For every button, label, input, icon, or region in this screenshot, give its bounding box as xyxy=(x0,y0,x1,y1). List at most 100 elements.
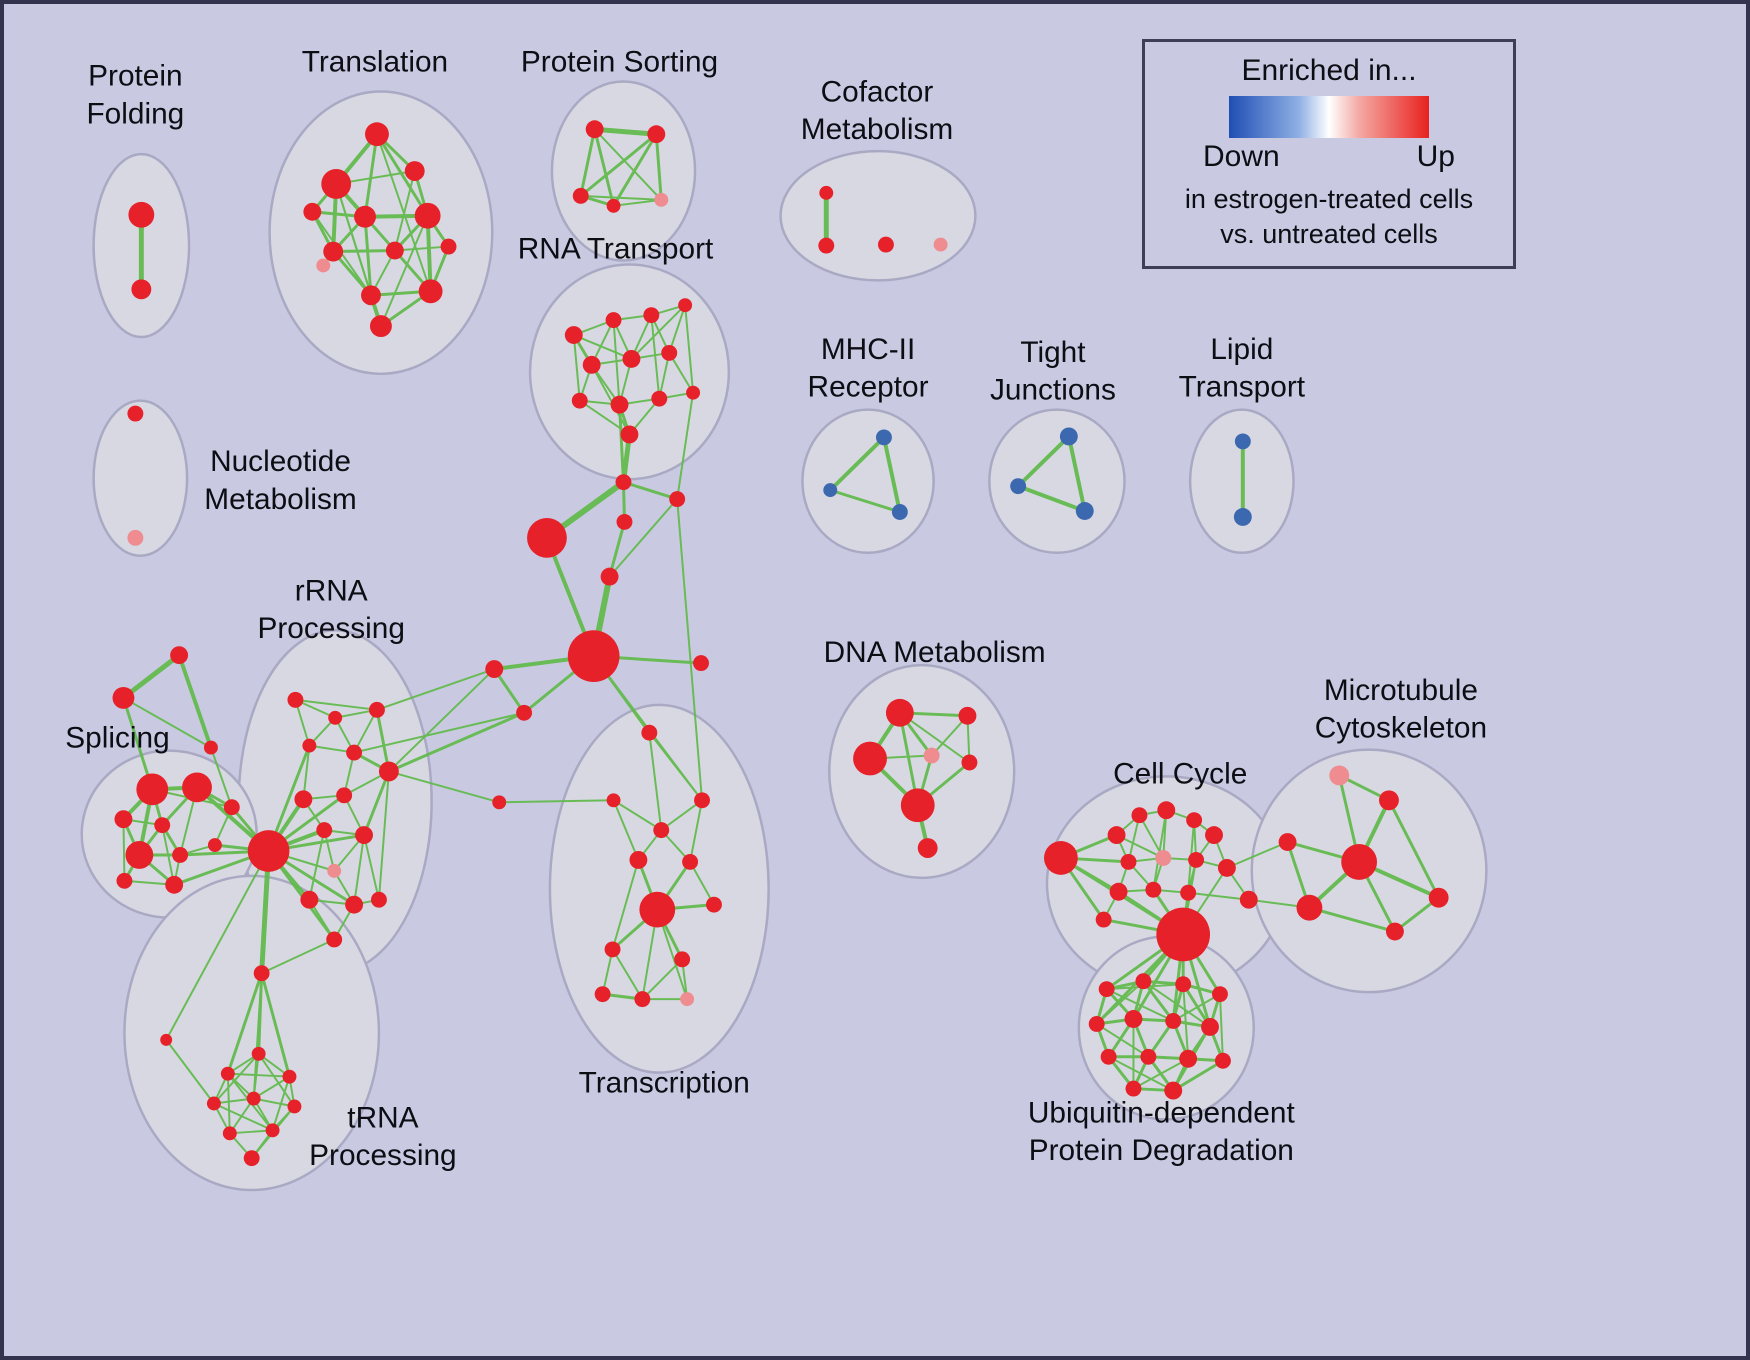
node-rt6 xyxy=(622,349,641,368)
node-s9 xyxy=(165,875,184,894)
node-rt4 xyxy=(678,298,693,313)
node-ps3 xyxy=(572,187,589,204)
node-m5 xyxy=(1428,887,1449,908)
node-lt2 xyxy=(1233,508,1252,526)
edge-tn1-tn5 xyxy=(260,971,291,1079)
node-cc1 xyxy=(1044,841,1078,875)
edge-ps1-ps5 xyxy=(593,128,663,201)
edge-t1-t6 xyxy=(375,132,430,218)
node-cc15 xyxy=(1239,890,1258,909)
node-u6 xyxy=(1124,1010,1143,1028)
cluster-label-rna-transport: RNA Transport xyxy=(518,232,714,265)
cluster-ellipse-trna-processing xyxy=(123,874,381,1192)
node-rr6 xyxy=(294,790,313,809)
node-nm2 xyxy=(127,529,144,546)
node-rr14 xyxy=(326,931,343,948)
edge-ps4-ps5 xyxy=(612,198,663,207)
edge-m6-m7 xyxy=(1307,906,1397,934)
cluster-label-transcription: Transcription xyxy=(579,1067,750,1100)
node-tx11 xyxy=(634,991,651,1008)
node-ps2 xyxy=(647,125,666,144)
node-u9 xyxy=(1100,1048,1117,1065)
node-tn7 xyxy=(246,1091,261,1106)
edge-u5-u10 xyxy=(1095,1022,1150,1058)
node-g2 xyxy=(112,686,135,709)
node-s7 xyxy=(172,847,189,863)
node-u13 xyxy=(1125,1080,1142,1097)
edge-d1-d5 xyxy=(898,711,971,764)
node-rr2 xyxy=(328,710,343,725)
node-u14 xyxy=(1164,1081,1183,1100)
edge-m2-m5 xyxy=(1387,798,1441,900)
edge-u2-u5 xyxy=(1095,980,1145,1025)
edge-tx2-tx4 xyxy=(660,799,704,832)
node-rt1 xyxy=(564,326,583,344)
node-m1 xyxy=(1329,765,1350,786)
edge-g3-s5 xyxy=(209,746,233,809)
edge-cx7-rr8 xyxy=(387,668,496,773)
node-d4 xyxy=(923,747,940,764)
node-tn8 xyxy=(287,1099,302,1114)
edge-rr8-rr10 xyxy=(362,769,391,837)
node-rr15 xyxy=(370,891,387,908)
legend-up-label: Up xyxy=(1416,140,1455,173)
node-tx13 xyxy=(680,992,695,1007)
node-cx7 xyxy=(485,660,504,679)
node-rt10 xyxy=(651,390,668,407)
edge-rt1-rt8 xyxy=(572,334,581,402)
node-cx6 xyxy=(693,655,709,672)
node-ccb xyxy=(1156,907,1211,962)
edge-ps1-ps4 xyxy=(593,127,616,208)
node-d3 xyxy=(853,741,887,776)
node-tx8 xyxy=(706,896,722,913)
cluster-ellipse-tight-junctions xyxy=(988,408,1126,554)
node-rr3 xyxy=(368,701,385,718)
node-m4 xyxy=(1341,844,1378,880)
edge-tx10-tx11 xyxy=(641,958,684,1001)
node-t1 xyxy=(365,122,389,147)
node-tn6 xyxy=(206,1096,221,1111)
edge-mh1-mh2 xyxy=(828,435,886,493)
edge-tx1-tx4 xyxy=(648,731,663,832)
legend-caption-line2: vs. untreated cells xyxy=(1220,219,1438,250)
node-t3 xyxy=(404,161,425,181)
edge-tn4-tn5 xyxy=(226,1072,291,1078)
node-d6 xyxy=(900,788,935,823)
edge-tn5-tn7 xyxy=(252,1075,291,1100)
node-s2 xyxy=(182,772,212,803)
node-rr12 xyxy=(300,890,319,909)
edge-tx9-tx11 xyxy=(611,948,644,1001)
edge-xc-rr8 xyxy=(387,770,501,804)
node-tj1 xyxy=(1059,427,1078,446)
edge-cx1-cx4 xyxy=(621,480,679,501)
node-cc5 xyxy=(1186,812,1203,829)
edge-cc13-cc15 xyxy=(1187,891,1250,901)
edge-cx4-cx5 xyxy=(608,498,679,578)
node-d5 xyxy=(961,754,978,771)
node-cc14 xyxy=(1095,911,1112,928)
node-u11 xyxy=(1179,1049,1198,1068)
legend: Enriched in... Down Up in estrogen-treat… xyxy=(1142,39,1516,269)
cluster-label-protein-sorting: Protein Sorting xyxy=(521,46,718,79)
node-cx3 xyxy=(616,513,633,530)
edge-rr10-rr13 xyxy=(353,834,366,906)
node-rr4 xyxy=(302,738,317,753)
edge-t7-t8 xyxy=(331,249,397,254)
node-g1 xyxy=(170,646,189,665)
edge-t1-t5 xyxy=(363,132,379,219)
node-tn5 xyxy=(282,1069,297,1084)
node-cx4 xyxy=(669,491,686,508)
node-t7 xyxy=(323,241,344,262)
node-cx8 xyxy=(516,704,533,721)
node-rt3 xyxy=(643,307,660,324)
node-m6 xyxy=(1296,894,1323,921)
node-rr5 xyxy=(346,744,363,761)
edge-ps1-ps3 xyxy=(579,127,597,198)
